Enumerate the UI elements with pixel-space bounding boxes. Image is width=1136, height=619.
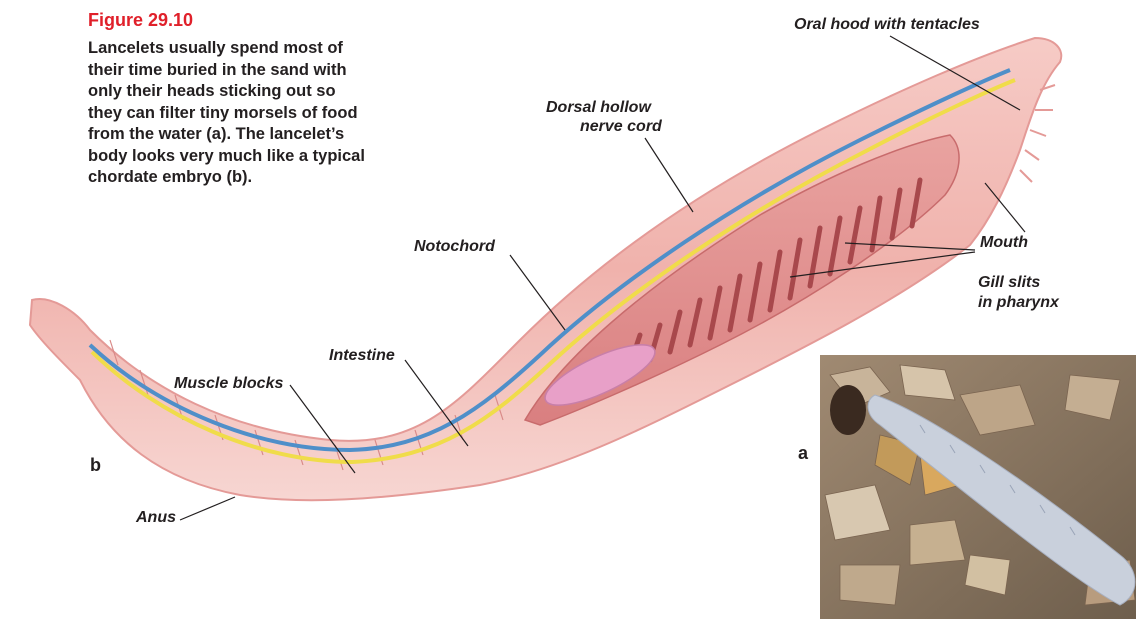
label-intestine: Intestine	[329, 346, 395, 365]
leader-nerve-cord	[645, 138, 693, 212]
label-oral-hood: Oral hood with tentacles	[794, 15, 980, 34]
label-nerve-cord-2: nerve cord	[580, 117, 662, 136]
label-nerve-cord-1: Dorsal hollow	[546, 98, 651, 117]
label-gill-slits-2: in pharynx	[978, 293, 1059, 312]
panel-ref-b: b	[232, 168, 242, 186]
burrow-hole	[830, 385, 866, 435]
panel-ref-a: a	[212, 125, 221, 143]
label-muscle-blocks: Muscle blocks	[174, 374, 283, 393]
label-notochord: Notochord	[414, 237, 495, 256]
label-mouth: Mouth	[980, 233, 1028, 252]
panel-label-a: a	[798, 443, 808, 464]
figure-caption: Lancelets usually spend most of their ti…	[88, 38, 370, 189]
label-anus: Anus	[136, 508, 176, 527]
figure-title: Figure 29.10	[88, 10, 193, 31]
label-gill-slits-1: Gill slits	[978, 273, 1040, 292]
panel-label-b: b	[90, 455, 101, 476]
leader-notochord	[510, 255, 565, 330]
lancelet-photo	[820, 355, 1136, 619]
leader-anus	[180, 497, 235, 520]
